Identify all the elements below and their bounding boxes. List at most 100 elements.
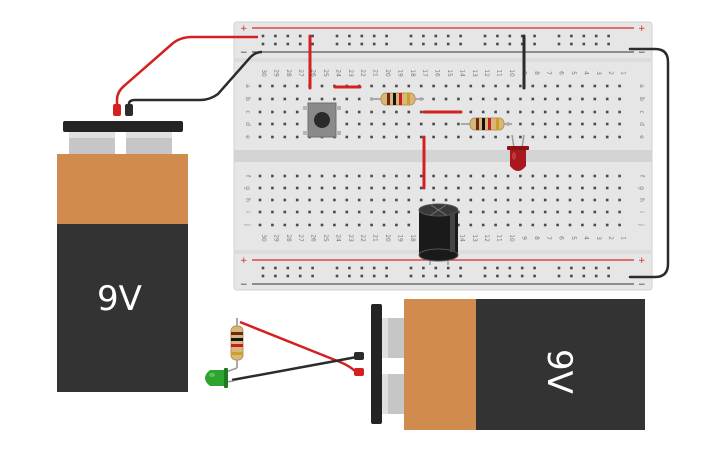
- column-number-top: 29: [272, 69, 279, 77]
- row-letter-left: h: [244, 198, 251, 202]
- battery-left-body: [57, 224, 188, 392]
- column-number-bottom: 25: [322, 234, 329, 242]
- rail-plus-bottom-right: +: [638, 256, 646, 266]
- column-number-bottom: 29: [272, 234, 279, 242]
- breadboard-holes: [258, 34, 621, 278]
- column-number-bottom: 26: [310, 234, 317, 242]
- column-number-top: 19: [396, 69, 403, 77]
- row-letter-left: f: [244, 175, 251, 178]
- wire-black-led-to-battery[interactable]: [231, 354, 363, 382]
- top-rail-divider: [234, 58, 652, 62]
- rail-plus-top-left: +: [240, 24, 248, 34]
- column-number-top: 7: [545, 71, 552, 75]
- row-letter-right: h: [638, 198, 645, 202]
- row-letter-right: j: [638, 223, 645, 226]
- row-letter-left: j: [244, 223, 251, 226]
- loose-circuit: [205, 318, 364, 388]
- row-letter-left: a: [244, 84, 251, 88]
- column-number-top: 2: [607, 71, 614, 75]
- column-number-top: 21: [372, 69, 379, 77]
- resistor-1[interactable]: [370, 92, 424, 106]
- column-number-bottom: 3: [595, 236, 602, 240]
- resistor-3[interactable]: [230, 318, 244, 368]
- column-number-top: 11: [496, 69, 503, 77]
- rail-minus-bottom-right: −: [638, 280, 646, 290]
- battery-left-wires: [113, 35, 263, 116]
- row-letter-right: c: [638, 110, 645, 113]
- column-number-bottom: 20: [384, 234, 391, 242]
- column-number-top: 30: [260, 69, 267, 77]
- column-number-top: 16: [434, 69, 441, 77]
- board-wires: [308, 34, 670, 279]
- battery-right-cap: [371, 304, 382, 424]
- column-number-top: 23: [347, 69, 354, 77]
- column-number-bottom: 22: [359, 234, 366, 242]
- column-number-top: 12: [483, 69, 490, 77]
- battery-right-wrap: [404, 299, 476, 430]
- rail-plus-bottom-left: +: [240, 256, 248, 266]
- column-number-bottom: 19: [396, 234, 403, 242]
- column-number-bottom: 24: [334, 234, 341, 242]
- column-number-top: 26: [310, 69, 317, 77]
- column-number-top: 4: [582, 71, 589, 75]
- wire-black-battery-to-rail[interactable]: [127, 50, 263, 106]
- column-number-bottom: 11: [496, 234, 503, 242]
- column-number-bottom: 18: [409, 234, 416, 242]
- column-number-top: 17: [421, 69, 428, 77]
- battery-left-label: 9V: [97, 279, 142, 319]
- column-number-bottom: 12: [483, 234, 490, 242]
- column-number-top: 14: [458, 69, 465, 77]
- battery-left-wrap: [57, 154, 188, 224]
- column-number-bottom: 2: [607, 236, 614, 240]
- battery-right-body: [476, 299, 645, 430]
- battery-left-cap: [63, 121, 183, 132]
- column-number-bottom: 1: [620, 236, 627, 240]
- column-number-bottom: 9: [520, 236, 527, 240]
- column-number-bottom: 23: [347, 234, 354, 242]
- row-letter-left: b: [244, 97, 251, 101]
- column-number-top: 6: [558, 71, 565, 75]
- row-letter-right: g: [638, 186, 645, 190]
- column-number-top: 18: [409, 69, 416, 77]
- capacitor[interactable]: [418, 203, 459, 265]
- rail-minus-bottom-left: −: [240, 280, 248, 290]
- column-number-top: 5: [570, 71, 577, 75]
- rail-minus-top-right: −: [638, 48, 646, 58]
- column-number-top: 28: [285, 69, 292, 77]
- row-letter-left: g: [244, 186, 251, 190]
- column-number-top: 24: [334, 69, 341, 77]
- column-number-top: 22: [359, 69, 366, 77]
- column-number-bottom: 8: [533, 236, 540, 240]
- column-number-bottom: 6: [558, 236, 565, 240]
- row-letter-right: b: [638, 97, 645, 101]
- column-number-bottom: 7: [545, 236, 552, 240]
- led-red[interactable]: [507, 134, 529, 171]
- rail-plus-top-right: +: [638, 24, 646, 34]
- column-number-bottom: 30: [260, 234, 267, 242]
- pushbutton[interactable]: [303, 102, 341, 138]
- resistor-2[interactable]: [461, 117, 512, 131]
- column-number-bottom: 4: [582, 236, 589, 240]
- wire-red-resistor-to-battery[interactable]: [239, 320, 362, 374]
- column-number-bottom: 21: [372, 234, 379, 242]
- column-number-top: 8: [533, 71, 540, 75]
- row-letter-right: f: [638, 175, 645, 178]
- column-number-top: 27: [297, 69, 304, 77]
- led-green[interactable]: [205, 367, 238, 388]
- column-number-bottom: 10: [508, 234, 515, 242]
- column-number-top: 20: [384, 69, 391, 77]
- battery-right-label: 9V: [539, 349, 579, 394]
- row-letter-left: i: [244, 211, 251, 213]
- column-number-bottom: 28: [285, 234, 292, 242]
- row-letter-right: a: [638, 84, 645, 88]
- column-number-bottom: 14: [458, 234, 465, 242]
- battery-right[interactable]: 9V: [371, 299, 645, 430]
- wire-black-rail-loop[interactable]: [628, 47, 670, 279]
- column-number-bottom: 5: [570, 236, 577, 240]
- wire-red-battery-to-rail[interactable]: [115, 35, 258, 106]
- column-number-top: 10: [508, 69, 515, 77]
- row-letter-right: e: [638, 135, 645, 139]
- rail-minus-top-left: −: [240, 48, 248, 58]
- battery-left[interactable]: 9V: [57, 121, 188, 392]
